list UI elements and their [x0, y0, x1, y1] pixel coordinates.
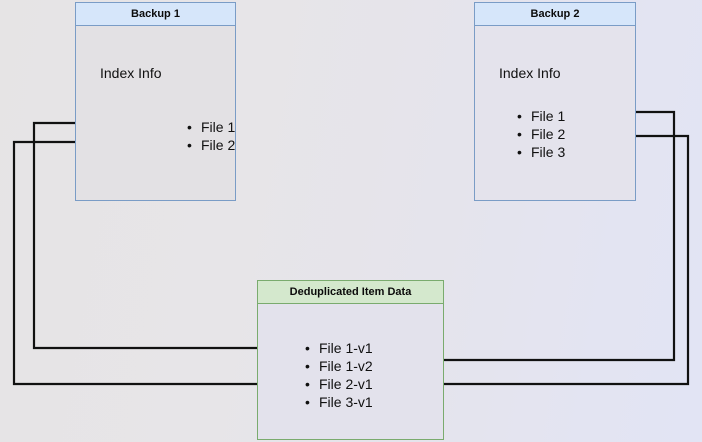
backup-1-index-info-label: Index Info: [100, 65, 162, 81]
list-item[interactable]: File 1: [515, 107, 565, 125]
dedup-file-list: File 1-v1 File 1-v2 File 2-v1 File 3-v1: [303, 339, 373, 411]
node-backup-2-body: Index Info File 1 File 2 File 3: [475, 26, 635, 200]
list-item[interactable]: File 2-v1: [303, 375, 373, 393]
list-item[interactable]: File 1-v1: [303, 339, 373, 357]
node-dedup-header: Deduplicated Item Data: [258, 281, 443, 304]
node-dedup-body: File 1-v1 File 1-v2 File 2-v1 File 3-v1: [258, 304, 443, 439]
node-backup-1-header: Backup 1: [76, 3, 235, 26]
node-deduplicated-item-data[interactable]: Deduplicated Item Data File 1-v1 File 1-…: [257, 280, 444, 440]
node-backup-1[interactable]: Backup 1 Index Info File 1 File 2: [75, 2, 236, 201]
node-backup-2-header: Backup 2: [475, 3, 635, 26]
backup-1-file-list: File 1 File 2: [185, 118, 235, 154]
list-item[interactable]: File 2: [185, 136, 235, 154]
node-backup-2[interactable]: Backup 2 Index Info File 1 File 2 File 3: [474, 2, 636, 201]
list-item[interactable]: File 3: [515, 143, 565, 161]
list-item[interactable]: File 1-v2: [303, 357, 373, 375]
node-backup-1-body: Index Info File 1 File 2: [76, 26, 235, 200]
list-item[interactable]: File 3-v1: [303, 393, 373, 411]
list-item[interactable]: File 2: [515, 125, 565, 143]
backup-2-file-list: File 1 File 2 File 3: [515, 107, 565, 161]
backup-2-index-info-label: Index Info: [499, 65, 561, 81]
list-item[interactable]: File 1: [185, 118, 235, 136]
